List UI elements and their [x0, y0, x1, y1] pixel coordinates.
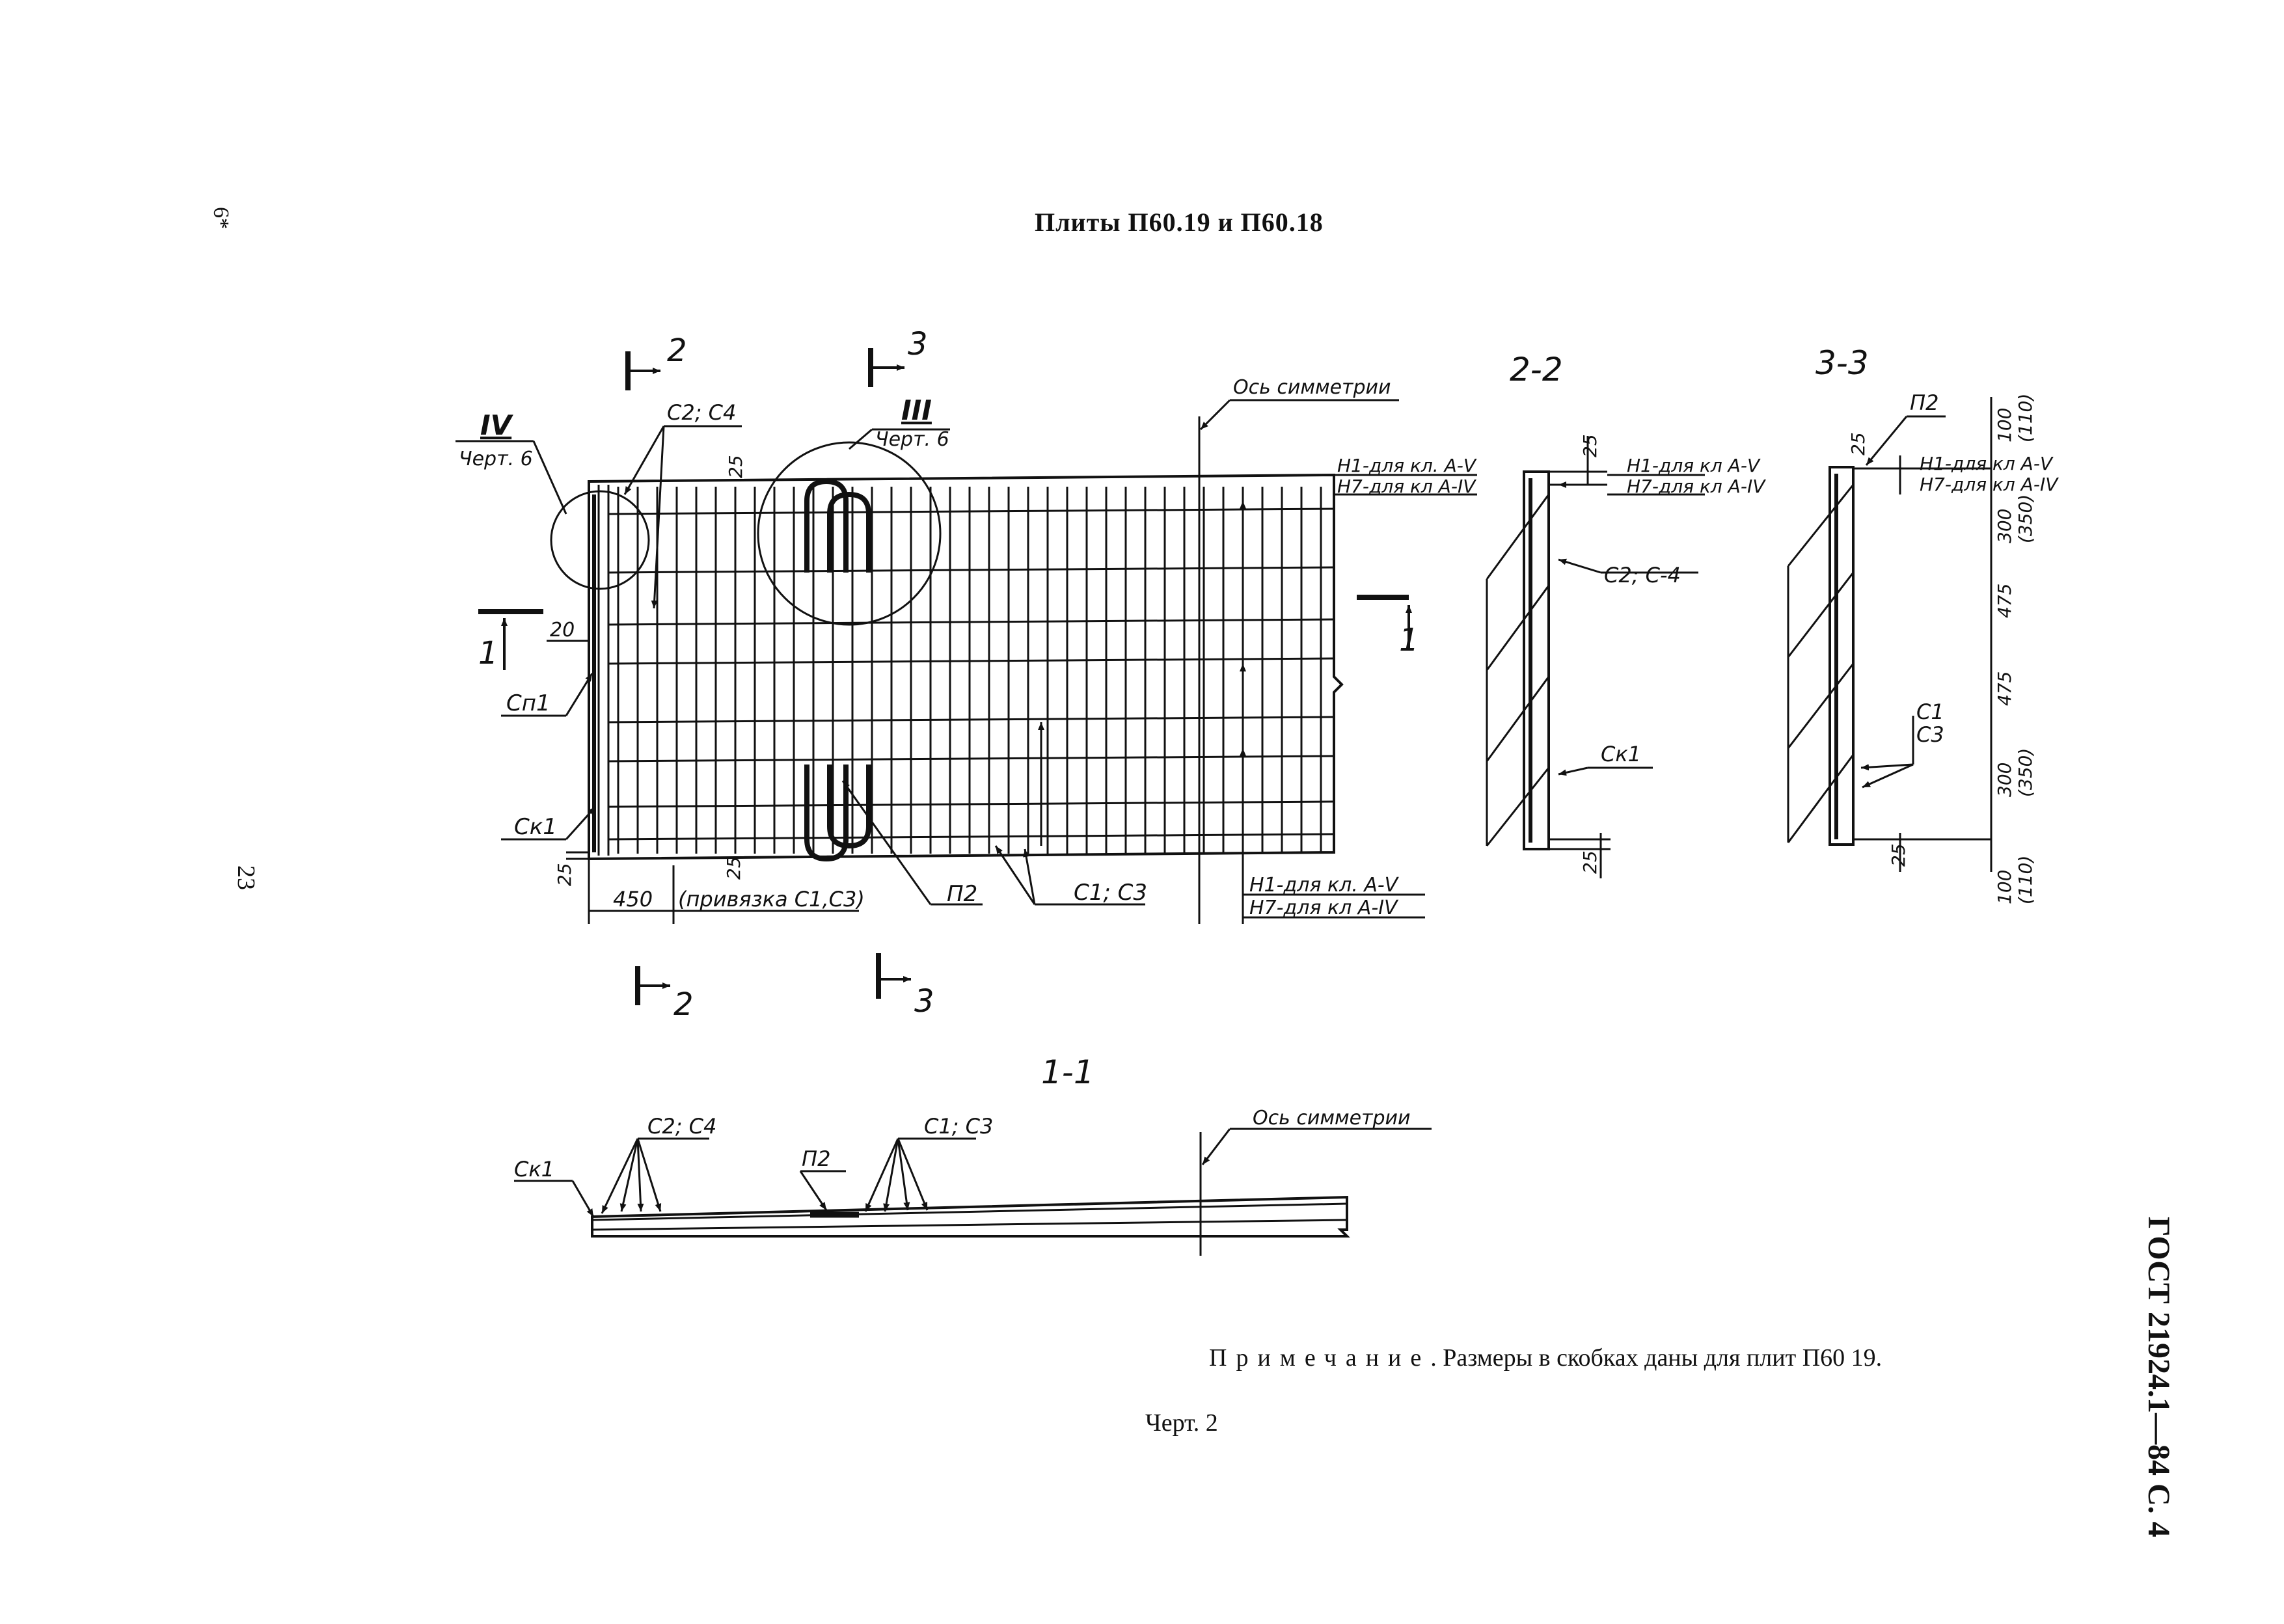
- label-axis-symmetry: Ось симметрии: [1233, 376, 1391, 399]
- plan-view: [455, 348, 1477, 1005]
- section-3-3-dim-label: (350): [2015, 748, 2036, 797]
- section-3-3-dim-label: 100: [1994, 870, 2015, 904]
- section-3-3-dim-label: 475: [1994, 671, 2015, 706]
- section-3-3-dim-top: 25: [1847, 432, 1869, 455]
- section-3-3-dim-label: (110): [2015, 394, 2036, 442]
- section-3-3-dim-label: 100: [1994, 408, 2015, 442]
- label-c1-c3: С1; С3: [1074, 880, 1147, 906]
- plan-section-mark-3-top: 3: [908, 326, 928, 362]
- section-3-3-h7: Н7-для кл А-IV: [1920, 474, 2059, 495]
- section-2-2-title: 2-2: [1510, 351, 1563, 388]
- note-text: . Размеры в скобках даны для плит П60 19…: [1430, 1344, 1883, 1372]
- page-title: Плиты П60.19 и П60.18: [1035, 208, 1324, 237]
- section-2-2-h1: Н1-для кл А-V: [1627, 455, 1761, 476]
- plan-section-mark-2-bottom: 2: [673, 986, 694, 1023]
- dim-25-left: 25: [554, 863, 575, 886]
- note-prefix: Примечание: [1209, 1344, 1431, 1372]
- section-1-1-c1c3: С1; С3: [924, 1114, 993, 1139]
- callout-iv-ref: Черт. 6: [459, 448, 533, 470]
- section-3-3-c1: С1: [1916, 699, 1944, 724]
- section-1-1-p2: П2: [802, 1146, 830, 1171]
- section-3-3-dim-label: 300: [1994, 763, 2015, 797]
- plan-section-mark-3-bottom: 3: [914, 983, 934, 1020]
- plan-section-mark-2-top: 2: [667, 332, 687, 369]
- figure-caption: Черт. 2: [1145, 1409, 1218, 1437]
- section-3-3-dim-label: (350): [2015, 494, 2036, 543]
- note: Примечание. Размеры в скобках даны для п…: [1209, 1344, 1882, 1372]
- dim-binding: (привязка С1,С3): [678, 887, 865, 912]
- section-3-3: [1787, 397, 1992, 872]
- detail-circle-iii: [757, 441, 942, 626]
- detail-circle-iv: [550, 490, 650, 590]
- section-2-2-ck1: Ск1: [1601, 742, 1641, 766]
- label-h7-top: Н7-для кл А-IV: [1337, 476, 1476, 497]
- label-c2-c4: С2; С4: [667, 400, 736, 425]
- section-1-1-axis: Ось симметрии: [1253, 1107, 1411, 1130]
- dim-25-top: 25: [725, 455, 746, 478]
- callout-iv: IV: [480, 409, 514, 441]
- section-3-3-p2: П2: [1910, 390, 1938, 415]
- label-h7-bottom: Н7-для кл А-IV: [1249, 897, 1399, 919]
- plan-section-mark-1-left: 1: [478, 635, 498, 671]
- section-2-2-c2c4: С2; С-4: [1604, 563, 1681, 588]
- plan-section-mark-1-right: 1: [1399, 622, 1419, 658]
- section-1-1-title: 1-1: [1041, 1053, 1094, 1091]
- callout-iii: III: [901, 394, 932, 426]
- label-p2: П2: [947, 881, 977, 907]
- section-3-3-title: 3-3: [1815, 344, 1869, 382]
- section-3-3-h1: Н1-для кл А-V: [1920, 453, 2054, 474]
- section-3-3-dim-bottom: 25: [1888, 843, 1909, 867]
- section-2-2-dim-top: 25: [1579, 434, 1601, 457]
- section-1-1-ck1: Ск1: [514, 1157, 554, 1182]
- label-h1-bottom: Н1-для кл. А-V: [1249, 874, 1400, 897]
- section-1-1-c2c4: С2; С4: [647, 1114, 716, 1139]
- dim-450: 450: [613, 887, 653, 912]
- section-3-3-c3: С3: [1916, 722, 1944, 747]
- section-3-3-dim-label: 300: [1994, 509, 2015, 543]
- label-ck1: Ск1: [514, 814, 557, 840]
- section-1-1: [514, 1128, 1432, 1256]
- dim-25-bottom: 25: [723, 856, 744, 880]
- section-2-2-dim-bottom: 25: [1579, 850, 1601, 874]
- section-3-3-dim-label: (110): [2015, 856, 2036, 904]
- label-cp1: Сп1: [506, 690, 551, 716]
- section-2-2: [1486, 436, 1705, 878]
- section-2-2-h7: Н7-для кл А-IV: [1627, 476, 1766, 497]
- dim-20: 20: [550, 619, 575, 642]
- label-h1-top: Н1-для кл. А-V: [1337, 455, 1477, 476]
- section-3-3-dim-label: 475: [1994, 584, 2015, 618]
- callout-iii-ref: Черт. 6: [875, 428, 949, 451]
